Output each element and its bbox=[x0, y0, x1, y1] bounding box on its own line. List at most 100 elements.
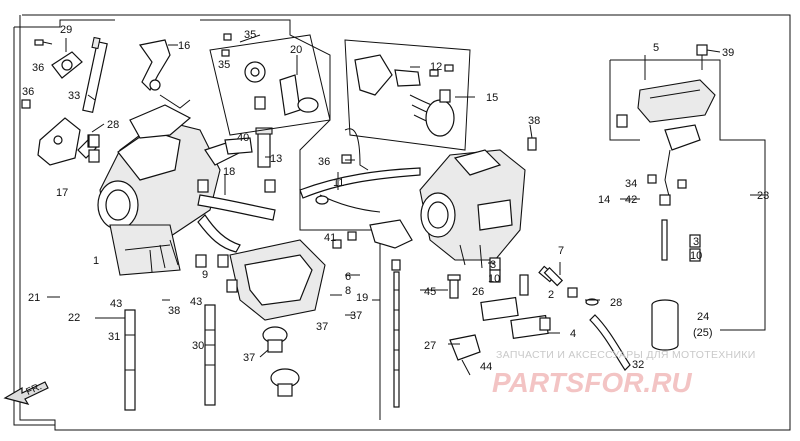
callout-28-a: 28 bbox=[107, 119, 119, 131]
carburetor-right bbox=[419, 149, 526, 269]
callout-34: 34 bbox=[625, 178, 637, 190]
callout-6: 6 bbox=[345, 271, 351, 283]
callout-39: 39 bbox=[722, 47, 734, 59]
bolt-36-top bbox=[34, 39, 53, 46]
callout-31: 31 bbox=[108, 331, 120, 343]
callout-28-b: 28 bbox=[610, 297, 622, 309]
callout-24: 24 bbox=[697, 311, 709, 323]
callout-7: 7 bbox=[558, 245, 564, 257]
callout-2: 2 bbox=[548, 289, 554, 301]
callout-41: 41 bbox=[324, 232, 336, 244]
callout-11: 11 bbox=[333, 177, 344, 189]
screws-41 bbox=[332, 231, 357, 249]
callout-33: 33 bbox=[68, 90, 80, 102]
callout-18: 18 bbox=[223, 166, 235, 178]
callout-45: 45 bbox=[424, 286, 436, 298]
leader-lines bbox=[47, 34, 765, 358]
callout-37-b: 37 bbox=[316, 321, 328, 333]
rod-33 bbox=[82, 36, 108, 113]
callout-9: 9 bbox=[202, 269, 208, 281]
callout-43-a: 43 bbox=[110, 298, 122, 310]
callout-20: 20 bbox=[290, 44, 302, 56]
frame-border bbox=[19, 14, 791, 431]
callout-21: 21 bbox=[28, 292, 40, 304]
reference-boxes bbox=[88, 89, 701, 331]
spring-assembly-15 bbox=[344, 39, 471, 151]
needle-19 bbox=[391, 259, 401, 408]
hose-11 bbox=[299, 167, 421, 213]
callout-27: 27 bbox=[424, 340, 436, 352]
float-bowl-center bbox=[229, 239, 326, 397]
callout-40: 40 bbox=[237, 132, 249, 144]
bolt-36-left bbox=[21, 99, 31, 109]
callout-5: 5 bbox=[653, 42, 659, 54]
fitting-14 bbox=[647, 124, 701, 206]
watermark-brand: PARTSFOR.RU bbox=[492, 367, 692, 398]
callout-4: 4 bbox=[570, 328, 576, 340]
fitting-40 bbox=[224, 137, 253, 155]
callout-29: 29 bbox=[60, 24, 72, 36]
callout-26: 26 bbox=[472, 286, 484, 298]
callout-32: 32 bbox=[632, 359, 644, 371]
group-outline-left bbox=[13, 27, 55, 426]
callout-17: 17 bbox=[56, 187, 68, 199]
bolt-39 bbox=[696, 44, 708, 70]
front-direction-arrow bbox=[3, 381, 49, 405]
callout-25: (25) bbox=[693, 327, 713, 339]
jet-45 bbox=[447, 274, 461, 299]
callout-38-b: 38 bbox=[168, 305, 180, 317]
callout-36-b: 36 bbox=[22, 86, 34, 98]
cover-5 bbox=[637, 79, 716, 123]
callout-37-a: 37 bbox=[350, 310, 362, 322]
callout-3-b: 3 bbox=[490, 259, 496, 271]
carburetor-left bbox=[97, 104, 247, 276]
bracket-17 bbox=[37, 117, 81, 166]
callout-15: 15 bbox=[486, 92, 498, 104]
spring-7 bbox=[543, 266, 578, 298]
callout-16: 16 bbox=[178, 40, 190, 52]
callout-44: 44 bbox=[480, 361, 492, 373]
callout-30: 30 bbox=[192, 340, 204, 352]
callout-42: 42 bbox=[625, 194, 637, 206]
callout-12: 12 bbox=[430, 61, 442, 73]
screw-38 bbox=[527, 137, 537, 151]
callout-10-b: 10 bbox=[488, 273, 500, 285]
cable-bracket bbox=[369, 219, 413, 249]
throttle-lever-16 bbox=[138, 39, 191, 109]
watermark-subtitle: ЗАПЧАСТИ И АКСЕССУАРЫ ДЛЯ МОТОТЕХНИКИ bbox=[496, 349, 756, 361]
fitting-13 bbox=[255, 127, 273, 168]
callout-8: 8 bbox=[345, 285, 351, 297]
hoses-18 bbox=[197, 194, 276, 253]
float-4 bbox=[480, 296, 549, 339]
float-rods bbox=[124, 304, 216, 411]
callout-35-b: 35 bbox=[218, 59, 230, 71]
callout-37-c: 37 bbox=[243, 352, 255, 364]
callout-19: 19 bbox=[356, 292, 368, 304]
float-27 bbox=[449, 334, 481, 376]
callout-43-b: 43 bbox=[190, 296, 202, 308]
bolts-35 bbox=[221, 33, 232, 57]
callout-38-a: 38 bbox=[528, 115, 540, 127]
callout-36-c: 36 bbox=[318, 156, 330, 168]
callout-14: 14 bbox=[598, 194, 610, 206]
callout-36-a: 36 bbox=[32, 62, 44, 74]
filter-cup-24 bbox=[651, 299, 679, 351]
callout-13: 13 bbox=[270, 153, 282, 165]
tube-32 bbox=[589, 314, 631, 371]
callout-23: 23 bbox=[757, 190, 769, 202]
group-outline-right-2 bbox=[609, 60, 640, 141]
callout-22: 22 bbox=[68, 312, 80, 324]
gasket-29 bbox=[51, 51, 83, 79]
watermark: ЗАПЧАСТИ И АКСЕССУАРЫ ДЛЯ МОТОТЕХНИКИ PA… bbox=[492, 349, 756, 398]
callout-10-a: 10 bbox=[690, 250, 702, 262]
screw-36-mid bbox=[341, 128, 369, 171]
group-outline-top bbox=[14, 19, 115, 28]
callout-labels: 29 36 36 33 28 17 16 35 35 20 40 13 18 1… bbox=[22, 24, 769, 398]
callout-1: 1 bbox=[93, 255, 99, 267]
needle-assembly-20 bbox=[209, 34, 331, 136]
callout-3-a: 3 bbox=[693, 236, 699, 248]
needle-3-right bbox=[661, 219, 668, 261]
callout-35-a: 35 bbox=[244, 29, 256, 41]
